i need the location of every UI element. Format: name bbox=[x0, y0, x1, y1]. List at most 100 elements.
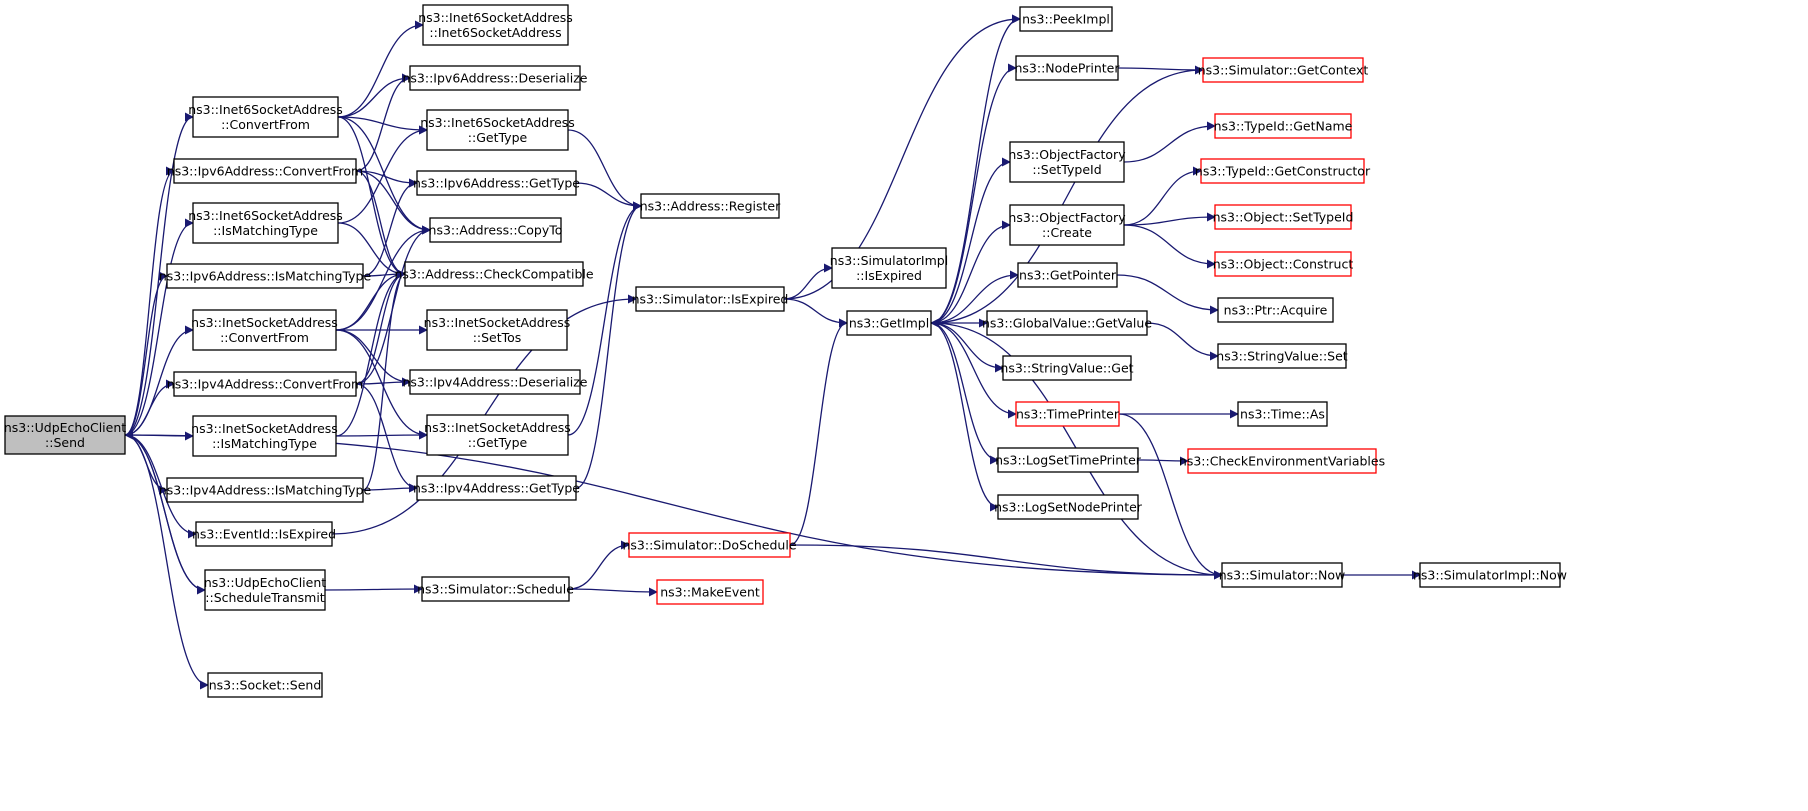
node-label: ns3::Inet6SocketAddress bbox=[420, 115, 575, 130]
node-label: ::GetType bbox=[468, 435, 528, 450]
node-label: ns3::SimulatorImpl bbox=[830, 253, 948, 268]
node-ip6-deser[interactable]: ns3::Ipv6Address::Deserialize bbox=[403, 65, 588, 91]
edge-line bbox=[335, 269, 406, 331]
edge-line bbox=[337, 20, 424, 118]
edge-of_create-to-tid_getctor bbox=[1123, 166, 1202, 226]
edge-send-to-ip6_ismatch bbox=[124, 271, 168, 436]
edge-getimpl-to-of_create bbox=[930, 220, 1011, 324]
edge-ip6_gettype-to-register bbox=[575, 182, 642, 211]
node-checkenv[interactable]: ns3::CheckEnvironmentVariables bbox=[1179, 448, 1385, 474]
edge-line bbox=[930, 63, 1017, 324]
node-obj-settypeid[interactable]: ns3::Object::SetTypeId bbox=[1213, 204, 1354, 230]
node-logsetnode[interactable]: ns3::LogSetNodePrinter bbox=[994, 494, 1143, 520]
node-schedtx[interactable]: ns3::UdpEchoClient::ScheduleTransmit bbox=[204, 569, 326, 611]
node-sim-now[interactable]: ns3::Simulator::Now bbox=[1219, 562, 1346, 588]
node-ip6-ismatch[interactable]: ns3::Ipv6Address::IsMatchingType bbox=[159, 263, 372, 289]
edge-line bbox=[575, 201, 642, 489]
node-label: ns3::StringValue::Set bbox=[1216, 349, 1347, 364]
node-ptr-acquire[interactable]: ns3::Ptr::Acquire bbox=[1217, 297, 1334, 323]
node-box bbox=[195, 521, 333, 547]
node-box bbox=[1200, 158, 1365, 184]
edge-line bbox=[930, 322, 999, 512]
node-box bbox=[416, 170, 577, 196]
node-getpointer[interactable]: ns3::GetPointer bbox=[1017, 262, 1118, 288]
edge-line bbox=[1137, 456, 1189, 466]
edge-is_convert-to-checkcompat bbox=[335, 269, 406, 331]
node-box bbox=[1217, 297, 1334, 323]
node-label: ::SetTypeId bbox=[1032, 162, 1101, 177]
node-settos[interactable]: ns3::InetSocketAddress::SetTos bbox=[424, 309, 571, 351]
node-label: ::GetType bbox=[468, 130, 528, 145]
node-ip4-deser[interactable]: ns3::Ipv4Address::Deserialize bbox=[403, 369, 588, 395]
node-i6s-convert[interactable]: ns3::Inet6SocketAddress::ConvertFrom bbox=[188, 96, 343, 138]
edge-line bbox=[362, 269, 406, 491]
edge-getimpl-to-getpointer bbox=[930, 270, 1019, 324]
edge-line bbox=[930, 322, 1017, 419]
edge-line bbox=[124, 434, 209, 690]
node-sim-isexpired[interactable]: ns3::Simulator::IsExpired bbox=[632, 286, 789, 312]
node-doschedule[interactable]: ns3::Simulator::DoSchedule bbox=[622, 532, 797, 558]
edge-line bbox=[362, 178, 418, 277]
node-timeprinter[interactable]: ns3::TimePrinter bbox=[1015, 401, 1120, 427]
edge-line bbox=[355, 73, 411, 172]
edge-schedtx-to-send bbox=[124, 430, 206, 591]
node-sv-get[interactable]: ns3::StringValue::Get bbox=[1000, 355, 1134, 381]
node-simimpl-now[interactable]: ns3::SimulatorImpl::Now bbox=[1413, 562, 1567, 588]
node-label: ::IsExpired bbox=[856, 268, 922, 283]
node-label: ns3::PeekImpl bbox=[1022, 12, 1110, 27]
node-sim-schedule[interactable]: ns3::Simulator::Schedule bbox=[417, 576, 574, 602]
edge-getimpl-to-timeprinter bbox=[930, 322, 1017, 419]
node-time-as[interactable]: ns3::Time::As bbox=[1237, 401, 1328, 427]
node-of-settypeid[interactable]: ns3::ObjectFactory::SetTypeId bbox=[1008, 141, 1126, 183]
node-is-ismatch[interactable]: ns3::InetSocketAddress::IsMatchingType bbox=[191, 415, 338, 457]
node-obj-construct[interactable]: ns3::Object::Construct bbox=[1213, 251, 1354, 277]
node-register[interactable]: ns3::Address::Register bbox=[640, 193, 781, 219]
node-simimpl-isexpired[interactable]: ns3::SimulatorImpl::IsExpired bbox=[830, 247, 948, 289]
node-is-gettype[interactable]: ns3::InetSocketAddress::GetType bbox=[424, 414, 571, 456]
node-ip6-gettype[interactable]: ns3::Ipv6Address::GetType bbox=[413, 170, 580, 196]
node-eventid[interactable]: ns3::EventId::IsExpired bbox=[192, 521, 336, 547]
node-box bbox=[1217, 343, 1347, 369]
node-box bbox=[409, 65, 581, 91]
node-label: ::Create bbox=[1042, 225, 1092, 240]
node-makeevent[interactable]: ns3::MakeEvent bbox=[656, 579, 764, 605]
edge-is_ismatch-to-checkcompat bbox=[335, 269, 406, 437]
node-ip4-convert[interactable]: ns3::Ipv4Address::ConvertFrom bbox=[167, 371, 363, 397]
node-gv-getvalue[interactable]: ns3::GlobalValue::GetValue bbox=[982, 310, 1152, 336]
edge-line bbox=[575, 182, 642, 211]
edge-line bbox=[567, 129, 642, 211]
node-send[interactable]: ns3::UdpEchoClient::Send bbox=[4, 415, 126, 455]
node-label: ns3::LogSetTimePrinter bbox=[995, 453, 1142, 468]
node-nodeprinter[interactable]: ns3::NodePrinter bbox=[1014, 55, 1120, 81]
edge-sim_isexpired-to-peekimpl bbox=[783, 14, 1021, 300]
node-label: ns3::Inet6SocketAddress bbox=[188, 208, 343, 223]
node-label: ns3::Address::CheckCompatible bbox=[394, 267, 593, 282]
node-tid-getctor[interactable]: ns3::TypeId::GetConstructor bbox=[1195, 158, 1371, 184]
edge-line bbox=[568, 540, 630, 590]
node-label: ns3::ObjectFactory bbox=[1008, 147, 1126, 162]
node-ip6-convert[interactable]: ns3::Ipv6Address::ConvertFrom bbox=[167, 158, 363, 184]
node-getcontext[interactable]: ns3::Simulator::GetContext bbox=[1198, 57, 1369, 83]
node-i6s-ismatch[interactable]: ns3::Inet6SocketAddress::IsMatchingType bbox=[188, 202, 343, 244]
node-sv-set[interactable]: ns3::StringValue::Set bbox=[1216, 343, 1348, 369]
node-tid-getname[interactable]: ns3::TypeId::GetName bbox=[1214, 113, 1353, 139]
node-is-convert[interactable]: ns3::InetSocketAddress::ConvertFrom bbox=[191, 309, 338, 351]
node-copyto[interactable]: ns3::Address::CopyTo bbox=[429, 217, 563, 243]
node-checkcompat[interactable]: ns3::Address::CheckCompatible bbox=[394, 261, 594, 287]
node-box bbox=[192, 415, 337, 457]
node-label: ns3::ObjectFactory bbox=[1008, 210, 1126, 225]
edge-line bbox=[789, 544, 1223, 580]
node-ip4-ismatch[interactable]: ns3::Ipv4Address::IsMatchingType bbox=[159, 477, 372, 503]
node-peekimpl[interactable]: ns3::PeekImpl bbox=[1019, 6, 1113, 32]
node-box bbox=[997, 494, 1139, 520]
node-i6s-ctor[interactable]: ns3::Inet6SocketAddress::Inet6SocketAddr… bbox=[418, 4, 573, 46]
node-getimpl[interactable]: ns3::GetImpl bbox=[846, 310, 932, 336]
node-i6s-gettype[interactable]: ns3::Inet6SocketAddress::GetType bbox=[420, 109, 575, 151]
node-socksend[interactable]: ns3::Socket::Send bbox=[207, 672, 323, 698]
node-box bbox=[404, 261, 584, 287]
node-ip4-gettype[interactable]: ns3::Ipv4Address::GetType bbox=[413, 475, 580, 501]
node-label: ns3::Inet6SocketAddress bbox=[418, 10, 573, 25]
node-logsettime[interactable]: ns3::LogSetTimePrinter bbox=[995, 447, 1142, 473]
node-box bbox=[166, 263, 364, 289]
node-of-create[interactable]: ns3::ObjectFactory::Create bbox=[1008, 204, 1126, 246]
